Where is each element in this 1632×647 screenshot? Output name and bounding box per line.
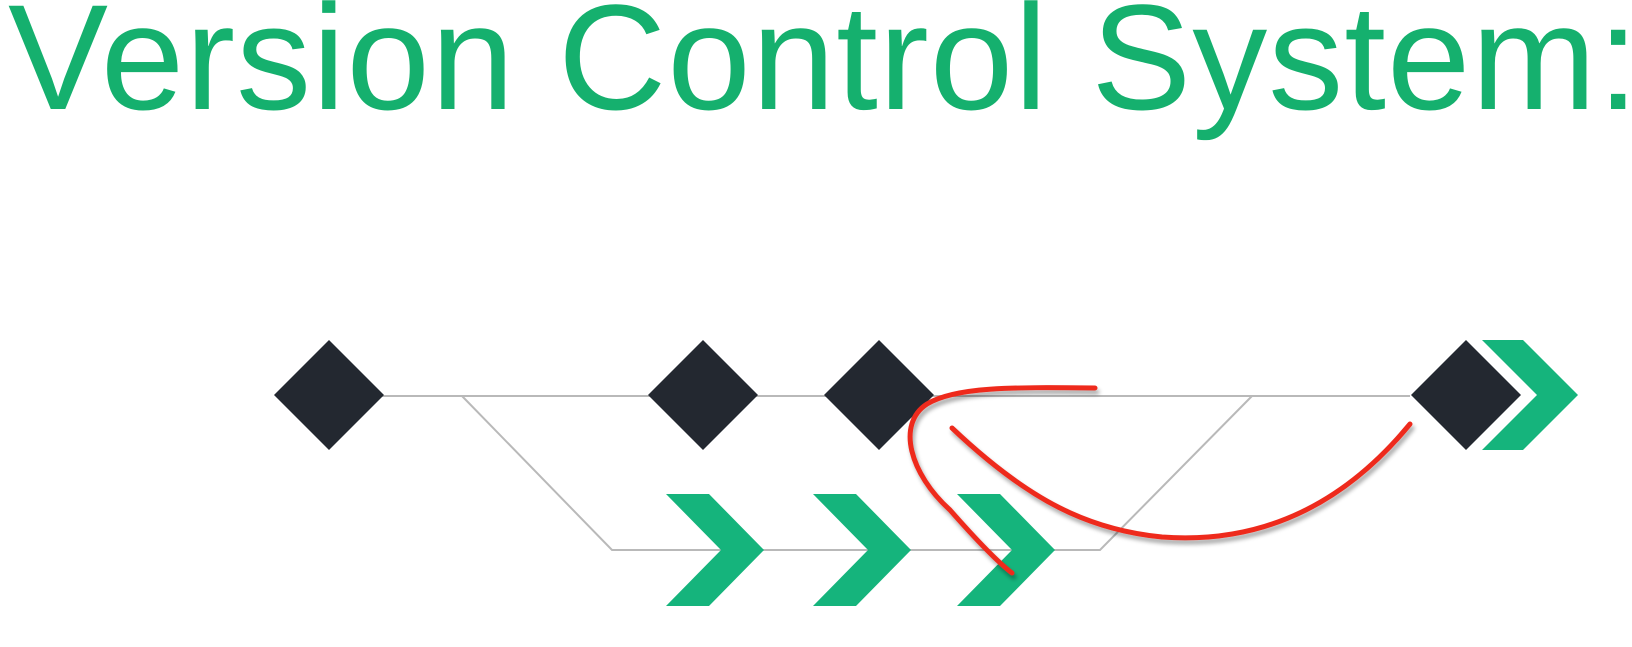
diamond-icon — [824, 340, 934, 450]
branch-commits — [666, 494, 1055, 606]
diamond-icon — [274, 340, 384, 450]
annotation-stroke-lower — [949, 421, 1413, 541]
chevron-right-icon — [666, 494, 764, 606]
feature-branch-line — [461, 395, 1253, 551]
chevron-right-icon — [813, 494, 911, 606]
chevron-right-icon — [957, 494, 1055, 606]
chevron-right-icon — [1482, 340, 1578, 450]
diamond-icon — [1411, 340, 1521, 450]
page-title: Version Control System: — [8, 0, 1632, 141]
annotation-arrow — [907, 385, 1413, 576]
diamond-icon — [648, 340, 758, 450]
main-commits — [274, 340, 1521, 450]
annotation-stroke-upper — [907, 385, 1098, 576]
